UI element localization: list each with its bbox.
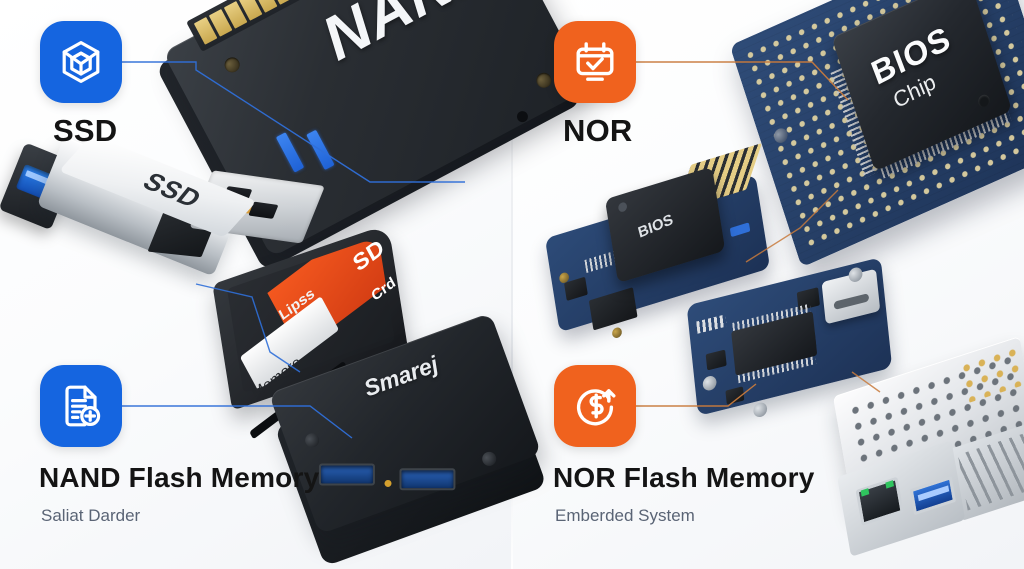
mount-hole [702,374,718,392]
mount-hole [611,326,623,340]
header-pads [696,314,727,334]
badge-nand-flash[interactable] [40,365,122,447]
hdmi-port [399,468,456,491]
bios-module-label: BIOS [636,210,675,242]
smd-component [705,349,727,371]
subtitle-nand-flash-memory: Saliat Darder [41,506,141,525]
badge-nor-flash[interactable] [554,365,636,447]
nand-drive-label: NAND [311,0,506,74]
label-nor: NOR [563,113,633,148]
ssd-blue-accent [306,129,335,171]
blue-connector [729,222,751,238]
smd-component [725,386,745,405]
screw-icon [480,449,499,468]
screw-icon [533,70,555,91]
dollar-circle-arrow-up-icon [571,382,619,430]
panel-divider [511,0,513,569]
ssd-blue-accent [275,132,305,173]
badge-ssd[interactable] [40,21,122,103]
soic-chip [731,311,818,376]
screw-icon [303,431,322,450]
badge-nor[interactable] [554,21,636,103]
subtitle-nor-flash-memory: Emberded System [555,506,695,525]
calendar-check-icon [571,38,619,86]
activity-led [885,480,895,489]
screw-icon [222,54,243,75]
title-nand-flash-memory: NAND Flash Memory [39,462,320,493]
enclosure-brand-label: Smarej [360,350,442,402]
smd-component [588,287,638,331]
chip-pin1-dot [617,201,628,213]
document-plus-icon [57,382,105,430]
link-led [860,488,870,497]
chip-pin1-notch [976,92,992,110]
mount-hole [752,401,768,419]
cube-box-icon [57,38,105,86]
hdmi-port [318,463,375,486]
title-nor-flash-memory: NOR Flash Memory [553,462,815,493]
label-ssd: SSD [53,113,118,148]
